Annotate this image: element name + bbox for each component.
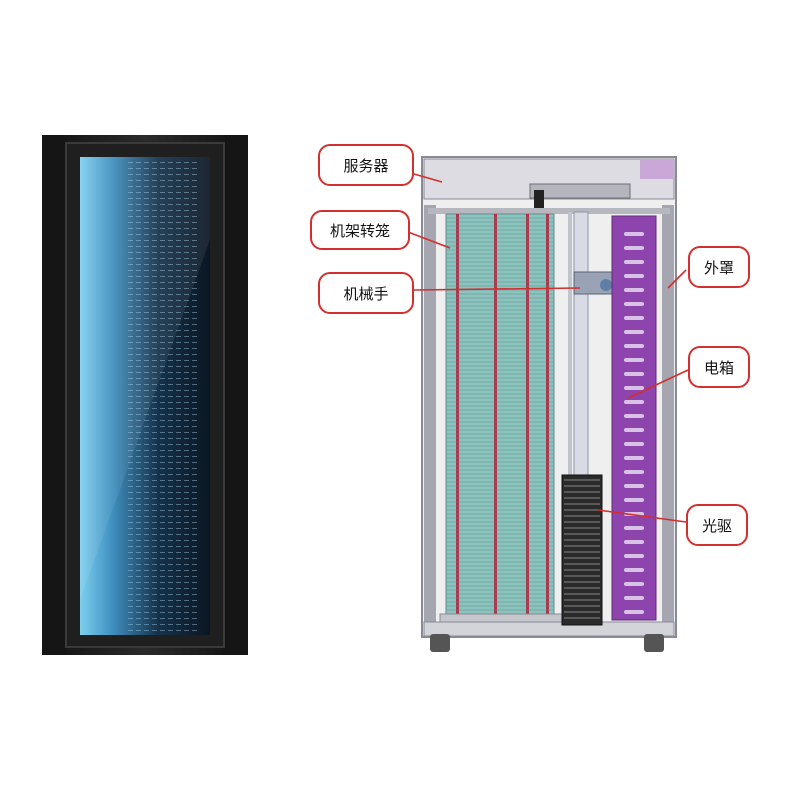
electrical-box-vents [624,232,644,614]
disc-lines [446,217,554,611]
frame-bottom [423,621,675,637]
robot-arm-gear [600,279,612,291]
callout-electrical-box: 电箱 [688,346,750,388]
vent-slot [624,316,644,320]
top-purple-trim [640,159,674,179]
vent-slot [624,246,644,250]
leader-line-rack-carousel [407,231,451,249]
frame-post-left [424,205,436,635]
vent-slot [624,232,644,236]
cabinet-right-trim [224,135,248,655]
rack-rail [494,214,497,616]
callout-optical-drive: 光驱 [686,504,748,546]
vent-slot [624,386,644,390]
vent-slot [624,610,644,614]
cabinet-glass-slots [128,160,198,632]
callout-enclosure: 外罩 [688,246,750,288]
rack-rail [456,214,459,616]
leader-line-robot-arm [413,287,581,291]
rack-rail [546,214,549,616]
vent-slot [624,526,644,530]
vent-slot [624,260,644,264]
vent-slot [624,498,644,502]
vent-slot [624,372,644,376]
callout-server: 服务器 [318,144,414,186]
callout-robot-arm: 机械手 [318,272,414,314]
server-unit-black [534,190,544,212]
vent-slot [624,288,644,292]
foot [430,634,450,652]
vent-slot [624,428,644,432]
vent-slot [624,330,644,334]
rack-rail [526,214,529,616]
vent-slot [624,400,644,404]
cabinet-internal-view [421,156,677,652]
vent-slot [624,344,644,348]
vent-slot [624,470,644,474]
vent-slot [624,554,644,558]
vent-slot [624,484,644,488]
cabinet-left-trim [42,135,66,655]
leader-line-optical-drive [597,509,687,523]
cabinet-front-view [42,135,248,655]
vent-slot [624,456,644,460]
callout-rack-carousel: 机架转笼 [310,210,410,250]
vent-slot [624,582,644,586]
leader-line-server [413,173,443,183]
frame-post-right [662,205,674,635]
vent-slot [624,302,644,306]
vent-slot [624,414,644,418]
cabinet-glass-reflection [80,157,210,600]
leader-lines [407,173,689,523]
robot-arm-rail [568,212,572,624]
rack-carousel [445,213,555,617]
vent-slot [624,274,644,278]
foot [644,634,664,652]
vent-slot [624,442,644,446]
leader-line-electrical-box [627,369,689,399]
frame-inner-bar [428,208,670,214]
vent-slot [624,568,644,572]
vent-slot [624,358,644,362]
vent-slot [624,540,644,544]
leader-line-enclosure [667,269,687,289]
drive-lines [564,479,600,619]
vent-slot [624,596,644,600]
server-unit [529,183,631,199]
